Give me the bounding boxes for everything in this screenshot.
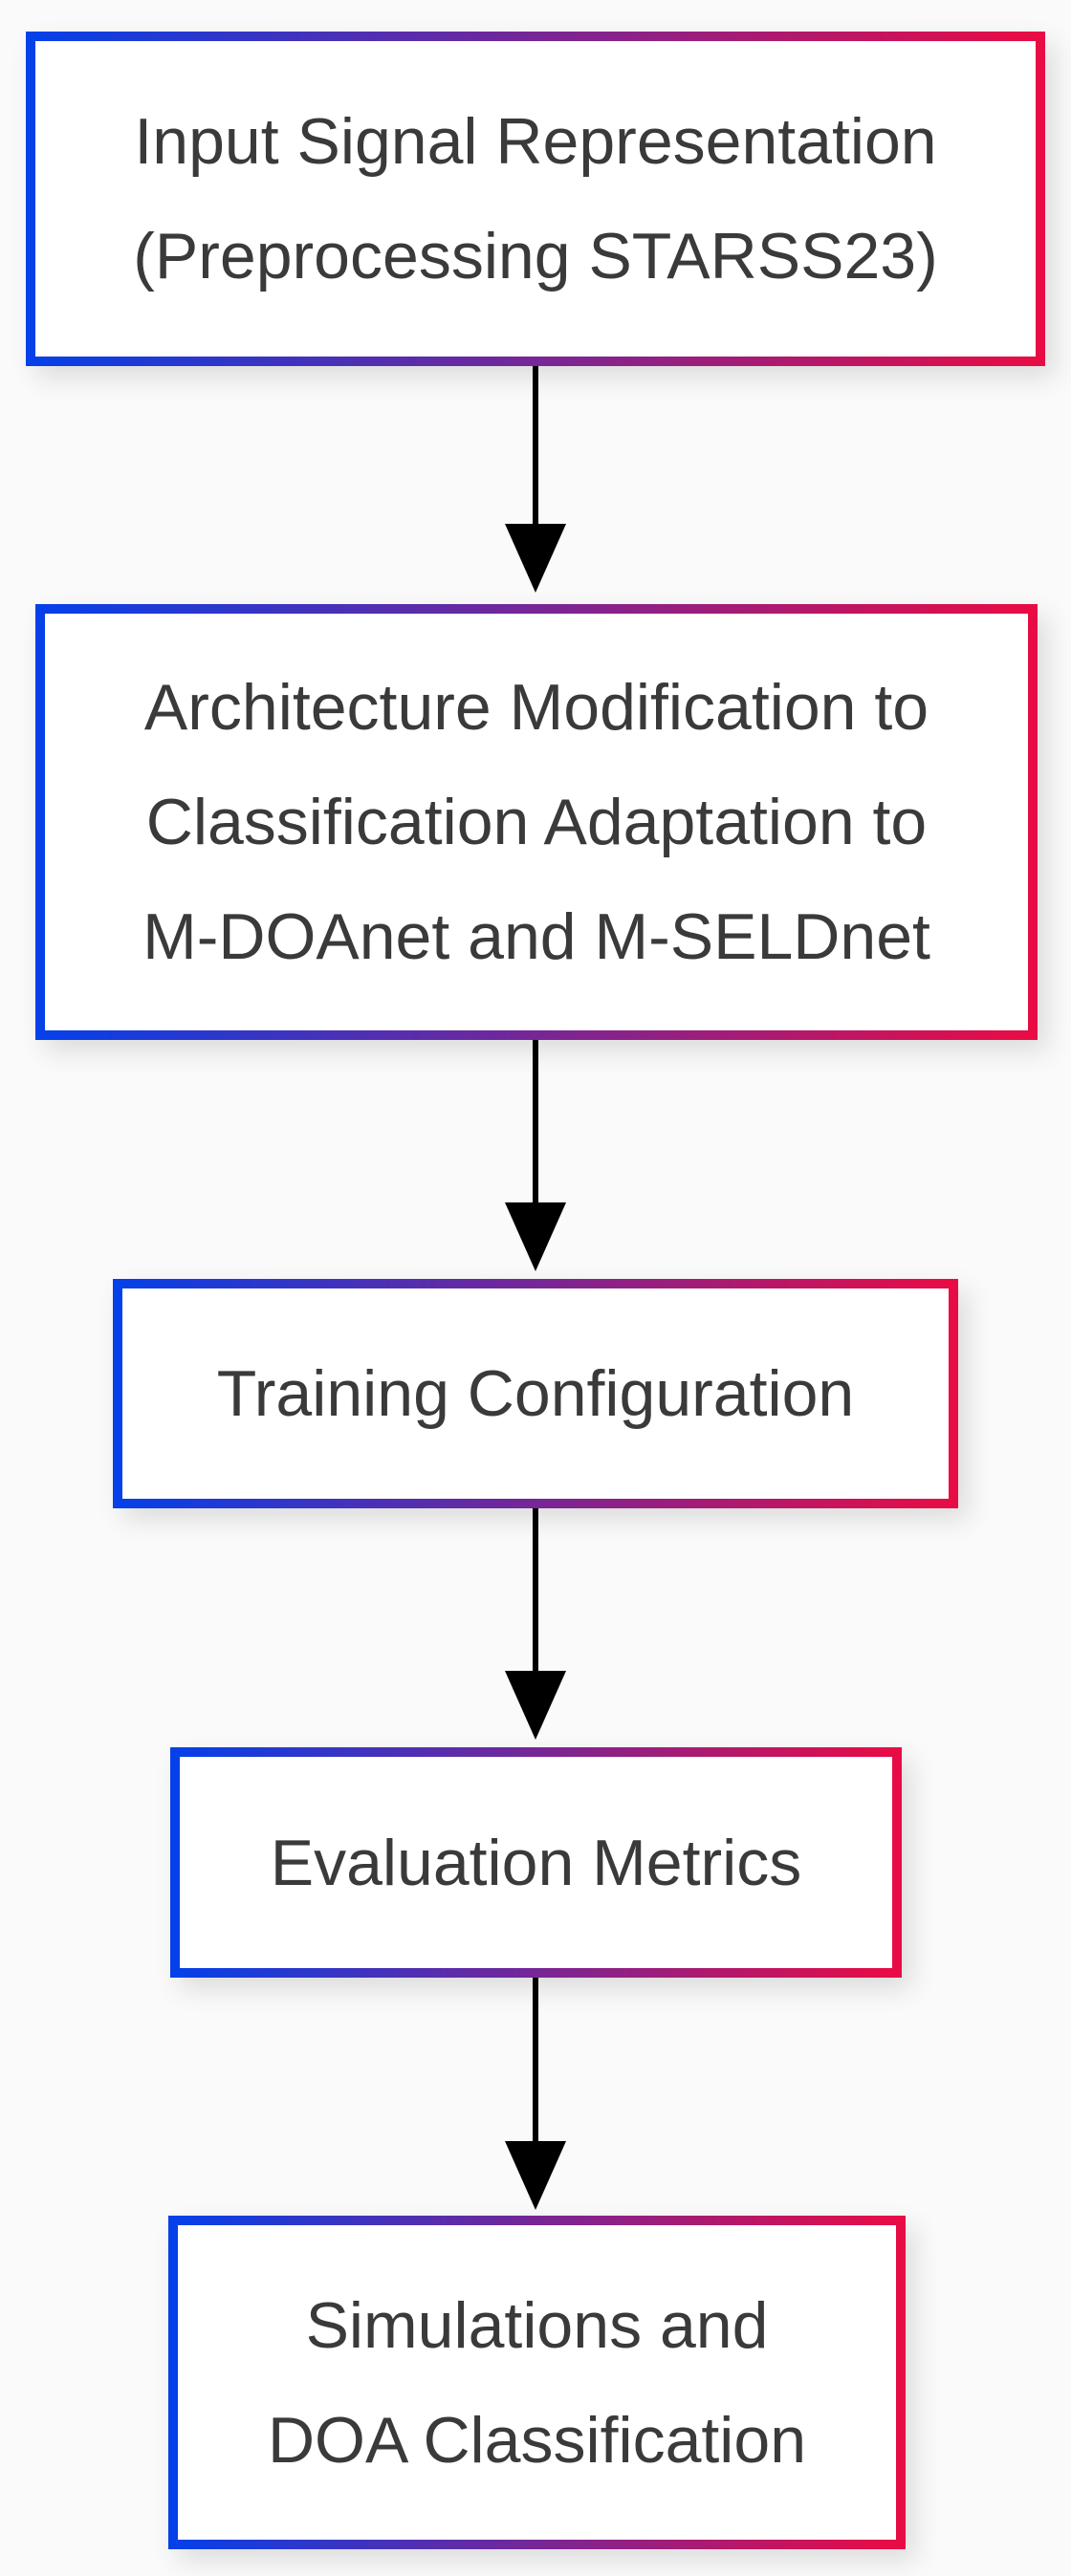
arrow-shaft	[533, 1508, 538, 1671]
flow-box-text-line: (Preprocessing STARSS23)	[133, 220, 938, 292]
arrow-shaft	[533, 1978, 538, 2141]
flow-box-input-signal-representation: Input Signal Representation (Preprocessi…	[26, 32, 1045, 366]
flow-box-simulations-doa-classification: Simulations and DOA Classification	[168, 2216, 906, 2549]
flow-box-text-line: Evaluation Metrics	[270, 1826, 802, 1899]
flow-box-text-line: Simulations and	[305, 2288, 769, 2362]
arrow-head-icon	[505, 2141, 566, 2210]
flow-arrow-down-2	[505, 1040, 566, 1271]
arrow-shaft	[533, 366, 538, 524]
flow-box-text-line: Training Configuration	[216, 1357, 855, 1430]
flow-arrow-down-1	[505, 366, 566, 593]
arrow-head-icon	[505, 524, 566, 593]
flow-box-architecture-modification: Architecture Modification to Classificat…	[35, 604, 1038, 1040]
flow-arrow-down-4	[505, 1978, 566, 2210]
flow-box-text-line: Architecture Modification to	[143, 671, 929, 744]
arrow-shaft	[533, 1040, 538, 1202]
arrow-head-icon	[505, 1202, 566, 1271]
flow-arrow-down-3	[505, 1508, 566, 1740]
flow-box-evaluation-metrics: Evaluation Metrics	[170, 1747, 902, 1978]
arrow-head-icon	[505, 1671, 566, 1740]
flow-box-text-line: DOA Classification	[267, 2403, 807, 2477]
flow-box-training-configuration: Training Configuration	[113, 1279, 958, 1508]
flow-box-text-line: M-DOAnet and M-SELDnet	[142, 900, 930, 973]
flow-box-text-line: Classification Adaptation to	[145, 786, 928, 858]
flow-box-text-line: Input Signal Representation	[134, 105, 937, 178]
